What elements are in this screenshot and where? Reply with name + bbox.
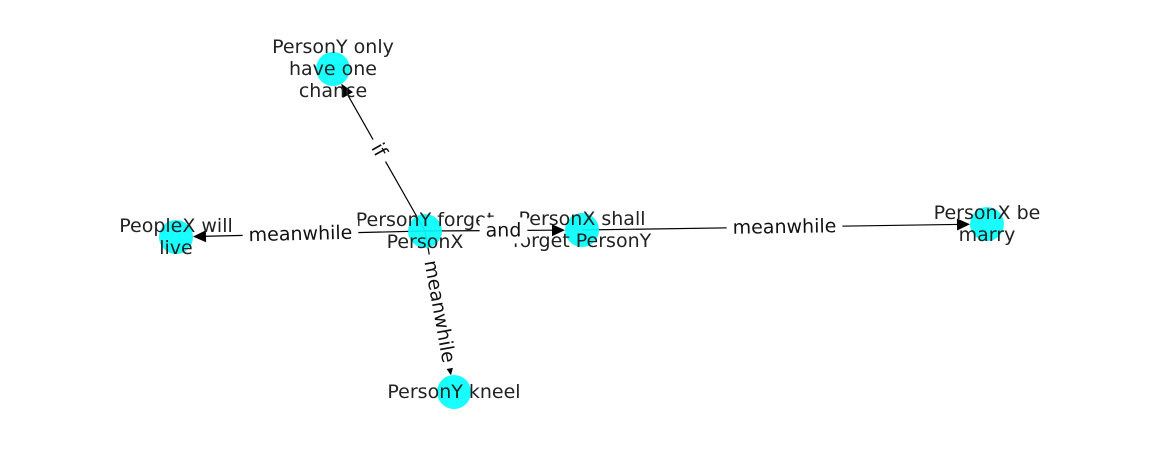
node-bottom[interactable]	[437, 375, 471, 409]
node-label-line: chance	[299, 80, 367, 102]
edge-label-background	[242, 219, 359, 249]
node-left[interactable]	[159, 220, 193, 254]
node-label-line: PersonX shall	[518, 208, 645, 230]
node-label-line: PersonX be	[934, 202, 1041, 224]
node-label-line: forget PersonY	[513, 230, 652, 252]
node-label-line: PersonY only	[272, 36, 394, 58]
node-center[interactable]	[408, 214, 442, 248]
node-label-line: PersonY kneel	[387, 381, 520, 403]
edge-label-center-to-mid: and	[479, 217, 528, 244]
node-label-line: live	[159, 237, 193, 259]
edge-label-text: meanwhile	[732, 215, 836, 239]
node-label-bottom: PersonY kneel	[387, 381, 520, 403]
edge-label-text: meanwhile	[248, 222, 352, 246]
arrowhead-left	[192, 230, 207, 243]
edge-label-background	[726, 213, 843, 241]
edge-center-to-top	[347, 94, 426, 232]
arrowhead-right	[956, 218, 971, 231]
edge-label-center-to-bottom: meanwhile	[416, 252, 463, 371]
edge-label-background	[479, 217, 528, 244]
edge-label-mid-to-right: meanwhile	[726, 213, 843, 241]
node-right[interactable]	[970, 207, 1004, 241]
edge-label-center-to-left: meanwhile	[242, 219, 359, 249]
edge-label-background	[361, 133, 397, 168]
edge-label-text: meanwhile	[419, 259, 459, 365]
arrowhead-mid	[551, 224, 566, 237]
node-label-line: have one	[289, 58, 377, 80]
edge-label-background	[416, 252, 463, 371]
node-label-line: PersonY forget	[356, 209, 494, 231]
node-label-line: PersonX	[387, 231, 464, 253]
nodes-layer	[159, 52, 1004, 409]
edge-label-center-to-top: if	[361, 133, 397, 168]
node-top[interactable]	[316, 52, 350, 86]
node-label-line: marry	[959, 224, 1016, 246]
edge-label-text: and	[486, 219, 522, 241]
arrowhead-top	[341, 83, 354, 99]
node-mid[interactable]	[565, 213, 599, 247]
node-label-line: PeopleX will	[119, 215, 233, 237]
